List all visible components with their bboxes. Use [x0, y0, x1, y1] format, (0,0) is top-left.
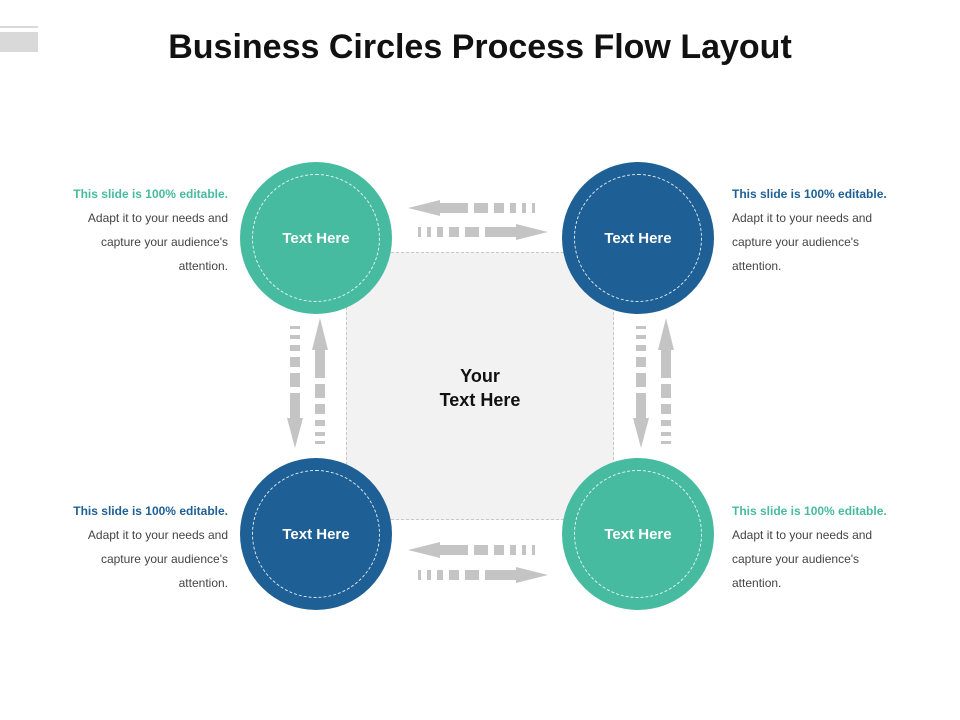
circle-bottom-left: Text Here	[240, 458, 392, 610]
description-highlight: This slide is 100% editable.	[732, 504, 887, 518]
center-text: Your Text Here	[346, 364, 614, 412]
description-top-left: This slide is 100% editable. Adapt it to…	[68, 182, 228, 278]
arrow-right-down-pointing	[633, 326, 649, 448]
circle-top-right: Text Here	[562, 162, 714, 314]
circle-label: Text Here	[282, 525, 350, 543]
arrow-top-right-pointing	[418, 224, 548, 240]
corner-decoration-tab	[0, 32, 38, 52]
arrow-left-down-pointing	[287, 326, 303, 448]
arrow-top-left-pointing	[408, 200, 535, 216]
circle-label: Text Here	[282, 229, 350, 247]
arrow-bottom-right-pointing	[418, 567, 548, 583]
slide-title: Business Circles Process Flow Layout	[168, 28, 792, 66]
arrow-left-up-pointing	[312, 318, 328, 444]
description-highlight: This slide is 100% editable.	[73, 187, 228, 201]
description-top-right: This slide is 100% editable. Adapt it to…	[732, 182, 892, 278]
arrow-right-up-pointing	[658, 318, 674, 444]
description-highlight: This slide is 100% editable.	[73, 504, 228, 518]
description-body: Adapt it to your needs and capture your …	[732, 528, 873, 590]
description-bottom-right: This slide is 100% editable. Adapt it to…	[732, 499, 892, 595]
corner-decoration-line	[0, 26, 38, 28]
circle-label: Text Here	[604, 229, 672, 247]
description-body: Adapt it to your needs and capture your …	[732, 211, 873, 273]
description-highlight: This slide is 100% editable.	[732, 187, 887, 201]
circle-bottom-right: Text Here	[562, 458, 714, 610]
description-body: Adapt it to your needs and capture your …	[87, 528, 228, 590]
description-body: Adapt it to your needs and capture your …	[87, 211, 228, 273]
description-bottom-left: This slide is 100% editable. Adapt it to…	[68, 499, 228, 595]
center-text-line-2: Text Here	[439, 390, 521, 410]
circle-label: Text Here	[604, 525, 672, 543]
center-box	[346, 252, 614, 520]
center-text-line-1: Your	[460, 366, 500, 386]
circle-top-left: Text Here	[240, 162, 392, 314]
arrow-bottom-left-pointing	[408, 542, 535, 558]
